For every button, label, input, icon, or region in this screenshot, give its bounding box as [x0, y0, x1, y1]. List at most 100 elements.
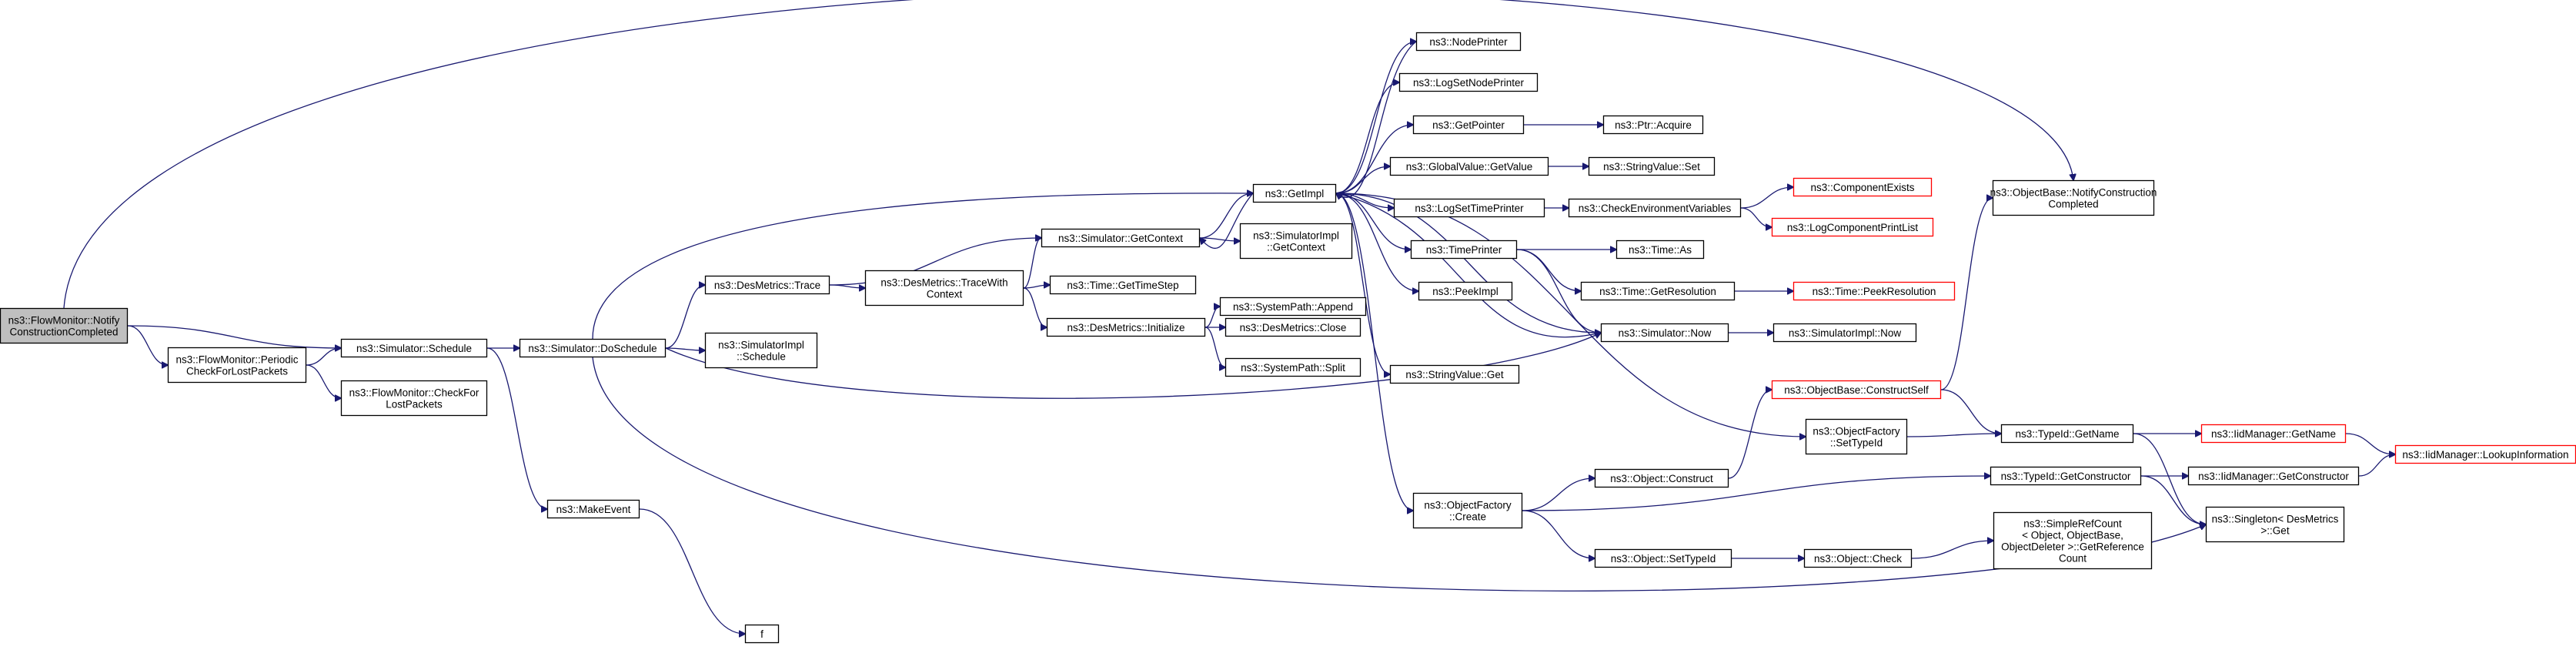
node-label: ns3::SystemPath::Split [1241, 362, 1345, 374]
edge-des_init-to-sp_split [1204, 327, 1225, 367]
node-obj-settypeid[interactable]: ns3::Object::SetTypeId [1594, 548, 1732, 568]
node-sim-now[interactable]: ns3::Simulator::Now [1600, 323, 1729, 343]
node-label: ns3::GetImpl [1265, 188, 1325, 199]
node-sp-split[interactable]: ns3::SystemPath::Split [1225, 357, 1362, 377]
node-label: ns3::IidManager::GetConstructor [2198, 471, 2349, 482]
node-label: ::SetTypeId [1830, 437, 1883, 449]
node-nodeprinter[interactable]: ns3::NodePrinter [1415, 32, 1522, 52]
node-sim-schedule[interactable]: ns3::Simulator::Schedule [340, 338, 488, 358]
edge-obj_check-to-simplerefcount [1911, 541, 1993, 559]
node-des-close[interactable]: ns3::DesMetrics::Close [1225, 317, 1362, 337]
node-sp-append[interactable]: ns3::SystemPath::Append [1219, 297, 1367, 317]
node-fm-check[interactable]: ns3::FlowMonitor::CheckForLostPackets [340, 380, 488, 417]
edge-getimpl-to-sim_now [1335, 193, 1601, 333]
node-label: ns3::StringValue::Get [1405, 369, 1504, 380]
node-label: ns3::PeekImpl [1432, 286, 1498, 297]
node-box [1990, 466, 2142, 486]
node-obj-check[interactable]: ns3::Object::Check [1803, 548, 1913, 568]
node-label: ns3::ObjectBase::NotifyConstruction [1990, 187, 2157, 199]
node-box [1772, 323, 1917, 343]
edge-sim_getcontext-to-simimpl_getcontext [1199, 237, 1240, 241]
node-sv-set[interactable]: ns3::StringValue::Set [1588, 156, 1716, 176]
node-label: f [760, 628, 763, 640]
edge-sim_getcontext-to-getimpl [1199, 193, 1253, 239]
node-box [1615, 240, 1705, 260]
node-logsetnodeprinter[interactable]: ns3::LogSetNodePrinter [1398, 72, 1539, 92]
node-gv-getvalue[interactable]: ns3::GlobalValue::GetValue [1389, 156, 1549, 176]
edge-fm_notify-to-ob_notify [63, 0, 2073, 309]
node-of-create[interactable]: ns3::ObjectFactory::Create [1412, 492, 1523, 529]
node-time-as[interactable]: ns3::Time::As [1615, 240, 1705, 260]
node-box [1418, 281, 1513, 301]
node-box [1793, 281, 1956, 301]
node-box [1600, 323, 1729, 343]
edge-ob_constructself-to-ob_notify [1940, 198, 1993, 390]
edge-getimpl-to-logsetnodeprinter [1335, 82, 1399, 194]
node-box [2187, 466, 2360, 486]
edge-sim_doschedule-to-des_trace [665, 285, 705, 349]
node-simimpl-now[interactable]: ns3::SimulatorImpl::Now [1772, 323, 1917, 343]
node-compexists[interactable]: ns3::ComponentExists [1793, 177, 1933, 197]
node-iid-lookup[interactable]: ns3::IidManager::LookupInformation [2394, 444, 2576, 464]
node-singleton-get[interactable]: ns3::Singleton< DesMetrics >::Get [2205, 506, 2345, 543]
node-iid-getctor[interactable]: ns3::IidManager::GetConstructor [2187, 466, 2360, 486]
node-label: ::Create [1449, 511, 1486, 523]
node-sim-getcontext[interactable]: ns3::Simulator::GetContext [1041, 228, 1201, 248]
node-getpointer[interactable]: ns3::GetPointer [1412, 115, 1525, 135]
node-label: ns3::Time::GetResolution [1599, 286, 1716, 297]
node-time-getres[interactable]: ns3::Time::GetResolution [1580, 281, 1736, 301]
node-peekimpl[interactable]: ns3::PeekImpl [1418, 281, 1513, 301]
node-logsettimeprinter[interactable]: ns3::LogSetTimePrinter [1393, 198, 1545, 218]
node-checkenv[interactable]: ns3::CheckEnvironmentVariables [1568, 198, 1742, 218]
node-box [864, 270, 1024, 307]
node-box [167, 347, 307, 384]
node-sim-doschedule[interactable]: ns3::Simulator::DoSchedule [519, 338, 667, 358]
node-getimpl[interactable]: ns3::GetImpl [1252, 183, 1337, 203]
edge-of_create-to-typeid_getctor [1522, 476, 1990, 511]
node-des-init[interactable]: ns3::DesMetrics::Initialize [1046, 317, 1206, 337]
edge-typeid_getctor-to-singleton_get [2140, 475, 2206, 524]
node-label: ns3::SimulatorImpl [1253, 230, 1339, 242]
node-label: ns3::ObjectFactory [1813, 426, 1900, 437]
node-ob-notify[interactable]: ns3::ObjectBase::NotifyConstructionCompl… [1990, 179, 2157, 216]
node-label: ns3::Simulator::GetContext [1058, 233, 1183, 244]
edge-ob_constructself-to-typeid_getname [1940, 389, 2001, 434]
node-sv-get[interactable]: ns3::StringValue::Get [1389, 364, 1520, 384]
node-box [1602, 115, 1704, 135]
node-label: ns3::Object::SetTypeId [1611, 553, 1716, 565]
node-typeid-getctor[interactable]: ns3::TypeId::GetConstructor [1990, 466, 2142, 486]
node-ptr-acquire[interactable]: ns3::Ptr::Acquire [1602, 115, 1704, 135]
edge-of_settypeid-to-typeid_getname [1906, 434, 2001, 437]
node-label: ns3::SimulatorImpl::Now [1789, 327, 1902, 339]
node-logcompprint[interactable]: ns3::LogComponentPrintList [1771, 217, 1934, 237]
node-box [1389, 156, 1549, 176]
node-label: ns3::MakeEvent [556, 504, 631, 515]
node-simimpl-getcontext[interactable]: ns3::SimulatorImpl::GetContext [1239, 223, 1353, 260]
node-f[interactable]: f [744, 624, 780, 644]
node-label: >::Get [2260, 525, 2289, 537]
node-label: ns3::FlowMonitor::Notify [8, 315, 120, 327]
node-of-settypeid[interactable]: ns3::ObjectFactory::SetTypeId [1805, 418, 1908, 455]
node-label: ns3::ObjectFactory [1424, 500, 1512, 511]
node-des-trace[interactable]: ns3::DesMetrics::Trace [704, 275, 830, 295]
node-label: ns3::GetPointer [1432, 119, 1505, 131]
node-simimpl-schedule[interactable]: ns3::SimulatorImpl::Schedule [704, 332, 818, 369]
edge-des_trace-to-des_tracewith [829, 284, 865, 288]
node-box [1993, 511, 2153, 570]
node-ob-constructself[interactable]: ns3::ObjectBase::ConstructSelf [1771, 380, 1942, 400]
node-box [1771, 217, 1934, 237]
node-time-getstep[interactable]: ns3::Time::GetTimeStep [1049, 275, 1197, 295]
node-time-peekres[interactable]: ns3::Time::PeekResolution [1793, 281, 1956, 301]
node-timeprinter[interactable]: ns3::TimePrinter [1410, 240, 1518, 260]
node-label: ns3::Simulator::DoSchedule [528, 343, 657, 354]
node-simplerefcount[interactable]: ns3::SimpleRefCount< Object, ObjectBase,… [1993, 511, 2153, 570]
node-make-event[interactable]: ns3::MakeEvent [546, 499, 640, 519]
node-obj-construct[interactable]: ns3::Object::Construct [1594, 468, 1729, 488]
node-label: ns3::SimpleRefCount [2023, 518, 2122, 530]
node-iid-getname[interactable]: ns3::IidManager::GetName [2200, 424, 2347, 444]
node-typeid-getname[interactable]: ns3::TypeId::GetName [2000, 424, 2134, 444]
node-fm-periodic[interactable]: ns3::FlowMonitor::PeriodicCheckForLostPa… [167, 347, 307, 384]
node-box [1992, 179, 2155, 216]
